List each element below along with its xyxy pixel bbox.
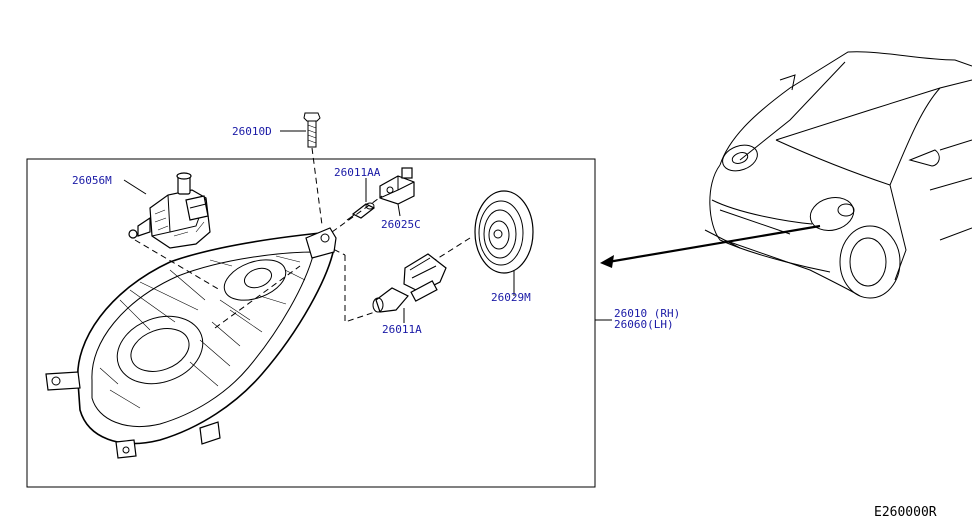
- cap-part[interactable]: [474, 190, 534, 274]
- cap-part-number[interactable]: 26029M: [491, 291, 531, 304]
- position-socket-part[interactable]: [379, 167, 415, 205]
- headlamp-housing[interactable]: [45, 227, 337, 459]
- main-bulb-part-number[interactable]: 26011A: [382, 323, 422, 336]
- assembly-frame: [26, 158, 596, 488]
- position-bulb-part[interactable]: [346, 202, 376, 221]
- leveling-motor-part-number[interactable]: 26056M: [72, 174, 112, 187]
- vehicle-location-illustration: [704, 51, 972, 299]
- assembly-lh-part-number[interactable]: 26060(LH): [614, 318, 674, 331]
- location-arrow: [607, 224, 821, 264]
- position-socket-part-number[interactable]: 26025C: [381, 218, 421, 231]
- diagram-code: E260000R: [874, 505, 937, 520]
- bolt-part[interactable]: [303, 112, 321, 148]
- bolt-part-number[interactable]: 26010D: [232, 125, 272, 138]
- assembly-rh-part-number[interactable]: 26010 (RH): [614, 307, 680, 320]
- main-bulb-part[interactable]: [372, 253, 447, 313]
- leveling-motor-part[interactable]: [128, 172, 211, 249]
- position-bulb-part-number[interactable]: 26011AA: [334, 166, 381, 179]
